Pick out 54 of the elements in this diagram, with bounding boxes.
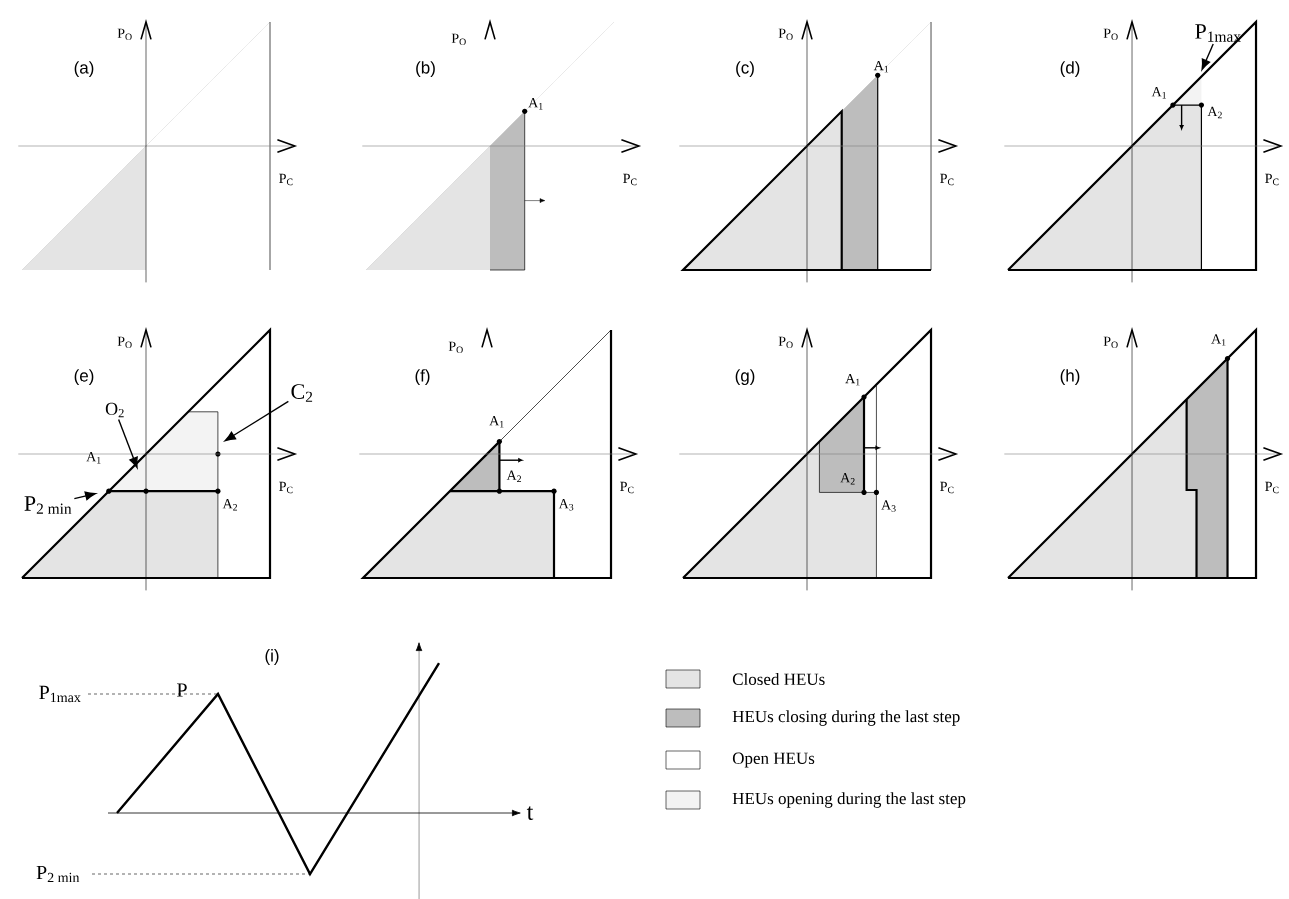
axis-label: P$_{O}$: [451, 33, 466, 46]
axis-label: P$_{O}$: [1103, 336, 1118, 349]
leader-label: C$_{2}$: [291, 384, 313, 402]
point-label: A$_{1}$: [845, 373, 860, 386]
leader-label: P$_{1max}$: [1195, 24, 1241, 42]
axis-label: P$_{C}$: [1265, 481, 1279, 494]
leader-arrow: [117, 418, 138, 469]
axis-label: P$_{C}$: [940, 481, 954, 494]
panel-label: (e): [74, 369, 94, 385]
axis-label: P$_{C}$: [623, 173, 637, 186]
axis-label: P$_{O}$: [778, 28, 793, 41]
panel-label: (a): [74, 61, 94, 77]
leader-label: P$_{2 min}$: [24, 496, 72, 514]
legend-label: Closed HEUs: [732, 673, 825, 685]
point-label: A$_{1}$: [873, 60, 889, 73]
point-label: A$_{2}$: [506, 470, 521, 482]
axis-label: P$_{C}$: [1265, 173, 1279, 186]
panel-label: (b): [416, 61, 435, 77]
point-label: A$_{1}$: [528, 98, 543, 110]
point-label: A$_{1}$: [1211, 334, 1226, 346]
axis-label: P$_{O}$: [448, 341, 463, 354]
level-label: P$_{1max}$: [39, 685, 81, 703]
leader-label: O$_{2}$: [105, 402, 124, 418]
axis-label: P$_{O}$: [117, 336, 132, 349]
leader-arrow: [224, 400, 290, 442]
axis-label: P$_{C}$: [940, 173, 954, 186]
point-label: A$_{1}$: [489, 416, 504, 428]
point-label: A$_{1}$: [1151, 87, 1166, 99]
panel-label: (h): [1060, 369, 1080, 385]
leader-arrow: [73, 491, 96, 501]
legend-label: Open HEUs: [732, 752, 815, 768]
leader-arrow: [1201, 43, 1214, 71]
panel-label: (d): [1060, 61, 1080, 77]
axis-label: P$_{C}$: [279, 173, 293, 186]
point-label: A$_{3}$: [881, 500, 896, 512]
level-label: P$_{2 min}$: [36, 865, 80, 883]
point-label: A$_{2}$: [222, 499, 237, 511]
panel-label: (f): [415, 369, 430, 385]
panel-label: (g): [735, 369, 755, 386]
axis-label: P$_{O}$: [117, 28, 132, 41]
panel-label: (c): [736, 61, 754, 77]
axis-label: P$_{O}$: [1103, 28, 1118, 41]
curve-label: P: [177, 683, 187, 697]
legend-label: HEUs closing during the last step: [732, 710, 960, 726]
point-label: A$_{3}$: [558, 499, 574, 511]
panel-label: (i): [265, 649, 279, 665]
axis-label: P$_{C}$: [620, 481, 634, 494]
point-label: A$_{2}$: [840, 473, 855, 485]
legend-label: HEUs opening during the last step: [732, 792, 966, 808]
axis-label: P$_{O}$: [778, 336, 793, 349]
axis-label: t: [526, 806, 534, 820]
axis-label: P$_{C}$: [279, 481, 293, 494]
point-label: A$_{1}$: [86, 452, 101, 464]
point-label: A$_{2}$: [1207, 106, 1222, 119]
